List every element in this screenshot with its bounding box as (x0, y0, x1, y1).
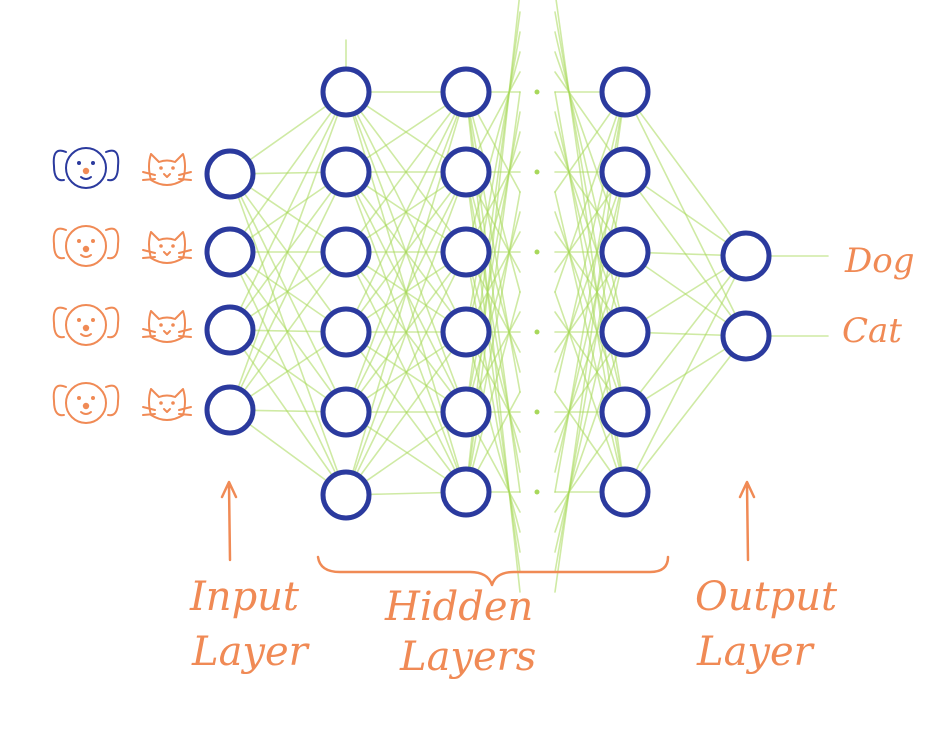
hidden-n-neuron (599, 466, 651, 518)
cat-icon (142, 231, 192, 264)
edge (554, 291, 626, 493)
output-label-dog: Dog (844, 241, 915, 281)
edge (345, 251, 467, 496)
hidden-1-neuron (320, 146, 372, 198)
edge (229, 91, 347, 253)
hidden-1-neuron (320, 469, 372, 521)
output-neuron (720, 230, 772, 282)
output-layer-annotation: Output Layer (695, 480, 838, 675)
edge (465, 291, 521, 493)
output-neuron (720, 310, 772, 362)
hidden-1-neuron (320, 226, 372, 278)
dog-icon (52, 382, 120, 424)
ellipsis-dot (534, 169, 540, 175)
input-examples (52, 147, 192, 424)
input-layer-annotation: Input Layer (189, 480, 311, 675)
edge (554, 171, 626, 473)
edge (624, 255, 747, 413)
input-arrow-icon (220, 480, 238, 562)
hidden-n-neuron (599, 146, 651, 198)
hidden-1-neuron (320, 386, 372, 438)
hidden-n-neuron (599, 386, 651, 438)
edge (465, 171, 521, 473)
input-neuron (204, 304, 256, 356)
hidden-1-neuron (320, 66, 372, 118)
edge (229, 173, 347, 413)
output-label-cat: Cat (842, 311, 902, 351)
hidden-n-neuron (599, 226, 651, 278)
hidden-brace-icon (316, 555, 670, 587)
hidden-2-neuron (440, 386, 492, 438)
edge (554, 191, 626, 493)
edge (229, 171, 347, 411)
edge (229, 91, 347, 411)
input-label-line1: Input (189, 574, 300, 620)
edge (345, 171, 467, 496)
cat-icon (142, 388, 192, 421)
edge (229, 251, 347, 496)
edge (624, 255, 747, 493)
neurons (204, 66, 772, 521)
ellipsis-dot (534, 89, 540, 95)
ellipsis-dot (534, 489, 540, 495)
edge (345, 331, 467, 496)
input-label-line2: Layer (191, 629, 311, 675)
edge (229, 173, 347, 496)
edge (624, 91, 747, 257)
hidden-2-neuron (440, 226, 492, 278)
edge (345, 91, 467, 413)
edge (554, 251, 626, 553)
cat-icon (142, 153, 192, 186)
hidden-layer-ellipsis (534, 89, 540, 495)
output-arrow-icon (738, 480, 756, 562)
input-neuron (204, 226, 256, 278)
hidden-2-neuron (440, 466, 492, 518)
hidden-layers-annotation: Hidden Layers (316, 555, 670, 680)
connections (229, 0, 829, 593)
hidden-n-neuron (599, 306, 651, 358)
hidden-n-neuron (599, 66, 651, 118)
edge (229, 251, 347, 411)
edge (465, 251, 521, 553)
ellipsis-dot (534, 249, 540, 255)
dog-icon (52, 147, 120, 189)
input-neuron (204, 384, 256, 436)
cat-icon (142, 310, 192, 343)
edge (345, 91, 467, 333)
edge (345, 91, 467, 253)
edge (465, 191, 521, 493)
hidden-2-neuron (440, 146, 492, 198)
output-label-line2: Layer (696, 629, 816, 675)
edge (465, 91, 521, 293)
dog-icon (52, 304, 120, 346)
ellipsis-dot (534, 329, 540, 335)
input-neuron (204, 148, 256, 200)
hidden-1-neuron (320, 306, 372, 358)
ellipsis-dot (534, 409, 540, 415)
edge (229, 91, 347, 331)
edge (554, 91, 626, 293)
dog-icon (52, 225, 120, 267)
edge (465, 171, 521, 373)
hidden-2-neuron (440, 66, 492, 118)
hidden-2-neuron (440, 306, 492, 358)
hidden-label-line2: Layers (399, 634, 536, 680)
edge (554, 171, 626, 373)
output-label-line1: Output (695, 574, 838, 620)
hidden-label-line1: Hidden (384, 584, 533, 630)
edge (624, 335, 747, 493)
